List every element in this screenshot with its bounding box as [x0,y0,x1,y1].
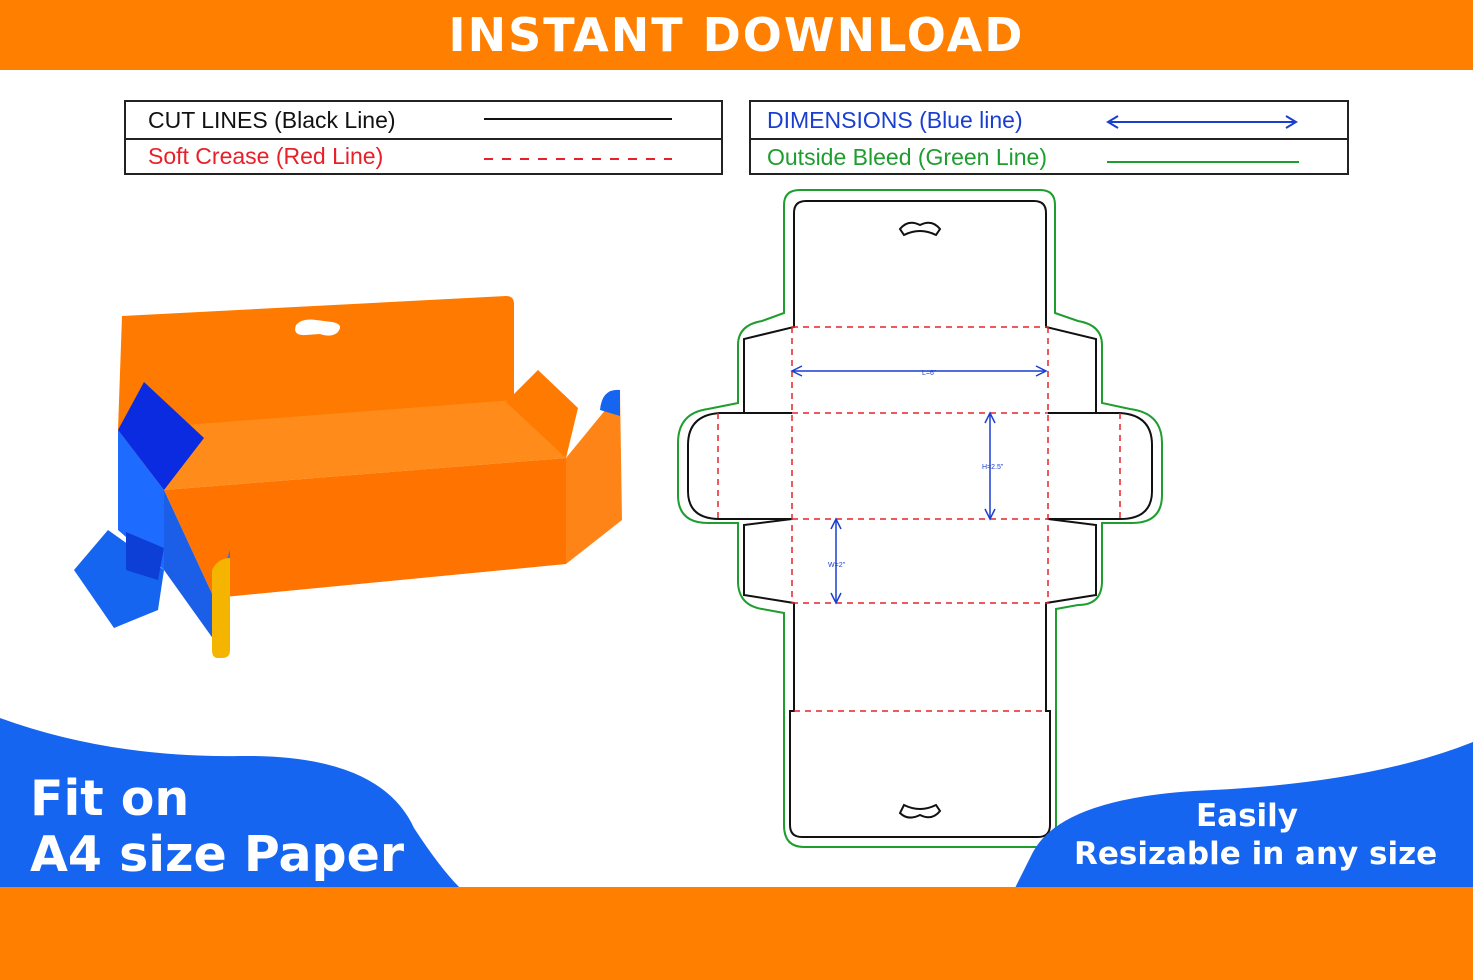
length-label: L=6" [922,370,937,377]
hanger-hole [295,319,340,336]
cut-outline [687,200,1153,838]
legend-crease-row: Soft Crease (Red Line) [126,138,721,175]
box-mockup-illustration [74,296,622,658]
hanger-panel [118,296,514,430]
legend-cut-row: CUT LINES (Black Line) [126,102,721,139]
banner-title: INSTANT DOWNLOAD [448,8,1025,62]
bottom-banner [0,887,1473,980]
legend-dimension-label: DIMENSIONS (Blue line) [767,107,1023,133]
cut-line-sample [484,118,672,120]
resize-line-2: Resizable in any size [1074,836,1438,872]
fit-line-2: A4 size Paper [30,826,404,883]
legend-left: CUT LINES (Black Line) Soft Crease (Red … [124,100,723,175]
legend-bleed-row: Outside Bleed (Green Line) [751,138,1347,175]
height-label: H=2.5" [982,464,1004,471]
bleed-line-sample [1107,161,1299,163]
dieline-diagram: L=6" H=2.5" W=2" [677,189,1163,848]
fit-line-1: Fit on [30,770,190,827]
blue-wave-right [1015,742,1473,888]
crease-line-sample [484,158,672,160]
legend-crease-label: Soft Crease (Red Line) [148,143,384,169]
width-label: W=2" [828,562,846,569]
legend-right: DIMENSIONS (Blue line) Outside Bleed (Gr… [749,100,1349,175]
blue-wave-left [0,718,460,888]
top-hang-hole [898,221,942,237]
dimension-line-sample [1106,115,1298,129]
resize-line-1: Easily [1196,798,1299,834]
legend-dimension-row: DIMENSIONS (Blue line) [751,102,1347,139]
box-front-face [164,458,566,598]
legend-bleed-label: Outside Bleed (Green Line) [767,144,1047,170]
bottom-hang-hole [898,803,942,819]
legend-cut-label: CUT LINES (Black Line) [148,107,396,133]
top-banner: INSTANT DOWNLOAD [0,0,1473,70]
